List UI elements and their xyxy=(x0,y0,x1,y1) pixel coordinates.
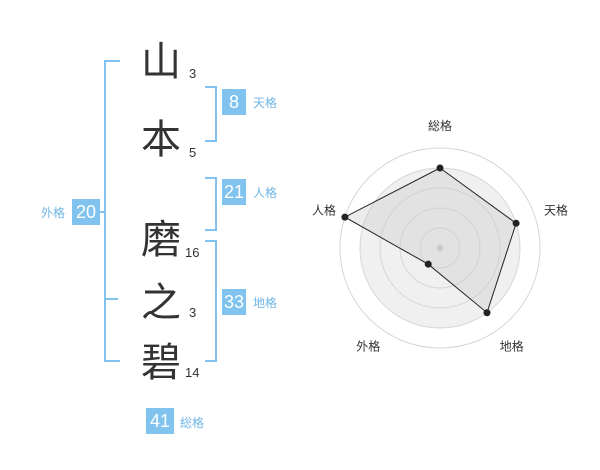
soukaku-label: 総格 xyxy=(180,416,205,430)
gaikaku-connector xyxy=(96,211,106,213)
radar-center xyxy=(437,245,443,251)
radar-axis-label-4: 外格 xyxy=(356,339,380,354)
jinkaku-bracket xyxy=(205,177,217,231)
name-char-1: 山 xyxy=(141,39,181,85)
tenkaku-badge: 8 xyxy=(222,89,246,115)
tenkaku-bracket xyxy=(205,86,217,142)
radar-point-5 xyxy=(341,213,349,221)
jinkaku-badge: 21 xyxy=(222,179,246,205)
radar-axis-label-1: 総格 xyxy=(428,118,452,133)
gaikaku-bracket-divider xyxy=(106,298,118,300)
soukaku-badge: 41 xyxy=(146,408,174,434)
radar-point-4 xyxy=(424,260,432,268)
tenkaku-label: 天格 xyxy=(253,96,278,110)
stroke-count-1: 3 xyxy=(189,66,197,81)
chikaku-label: 地格 xyxy=(253,296,278,310)
stroke-count-3: 16 xyxy=(185,245,200,260)
radar-axis-label-3: 地格 xyxy=(500,339,524,354)
name-char-4: 之 xyxy=(141,280,181,326)
radar-axis-label-2: 天格 xyxy=(544,202,568,217)
name-char-5: 碧 xyxy=(141,340,181,386)
radar-axis-label-5: 人格 xyxy=(312,202,336,217)
radar-point-1 xyxy=(436,164,444,172)
radar-point-3 xyxy=(483,309,491,317)
gaikaku-badge: 20 xyxy=(72,199,100,225)
jinkaku-label: 人格 xyxy=(253,186,278,200)
name-char-3: 磨 xyxy=(141,217,181,263)
radar-series-polygon xyxy=(343,167,517,314)
name-char-2: 本 xyxy=(141,117,181,163)
stroke-count-2: 5 xyxy=(189,145,197,160)
stroke-count-5: 14 xyxy=(185,365,200,380)
chikaku-bracket xyxy=(205,240,217,362)
radar-point-2 xyxy=(512,219,520,227)
gaikaku-label: 外格 xyxy=(41,206,66,220)
chikaku-badge: 33 xyxy=(222,289,246,315)
stroke-count-4: 3 xyxy=(189,305,197,320)
